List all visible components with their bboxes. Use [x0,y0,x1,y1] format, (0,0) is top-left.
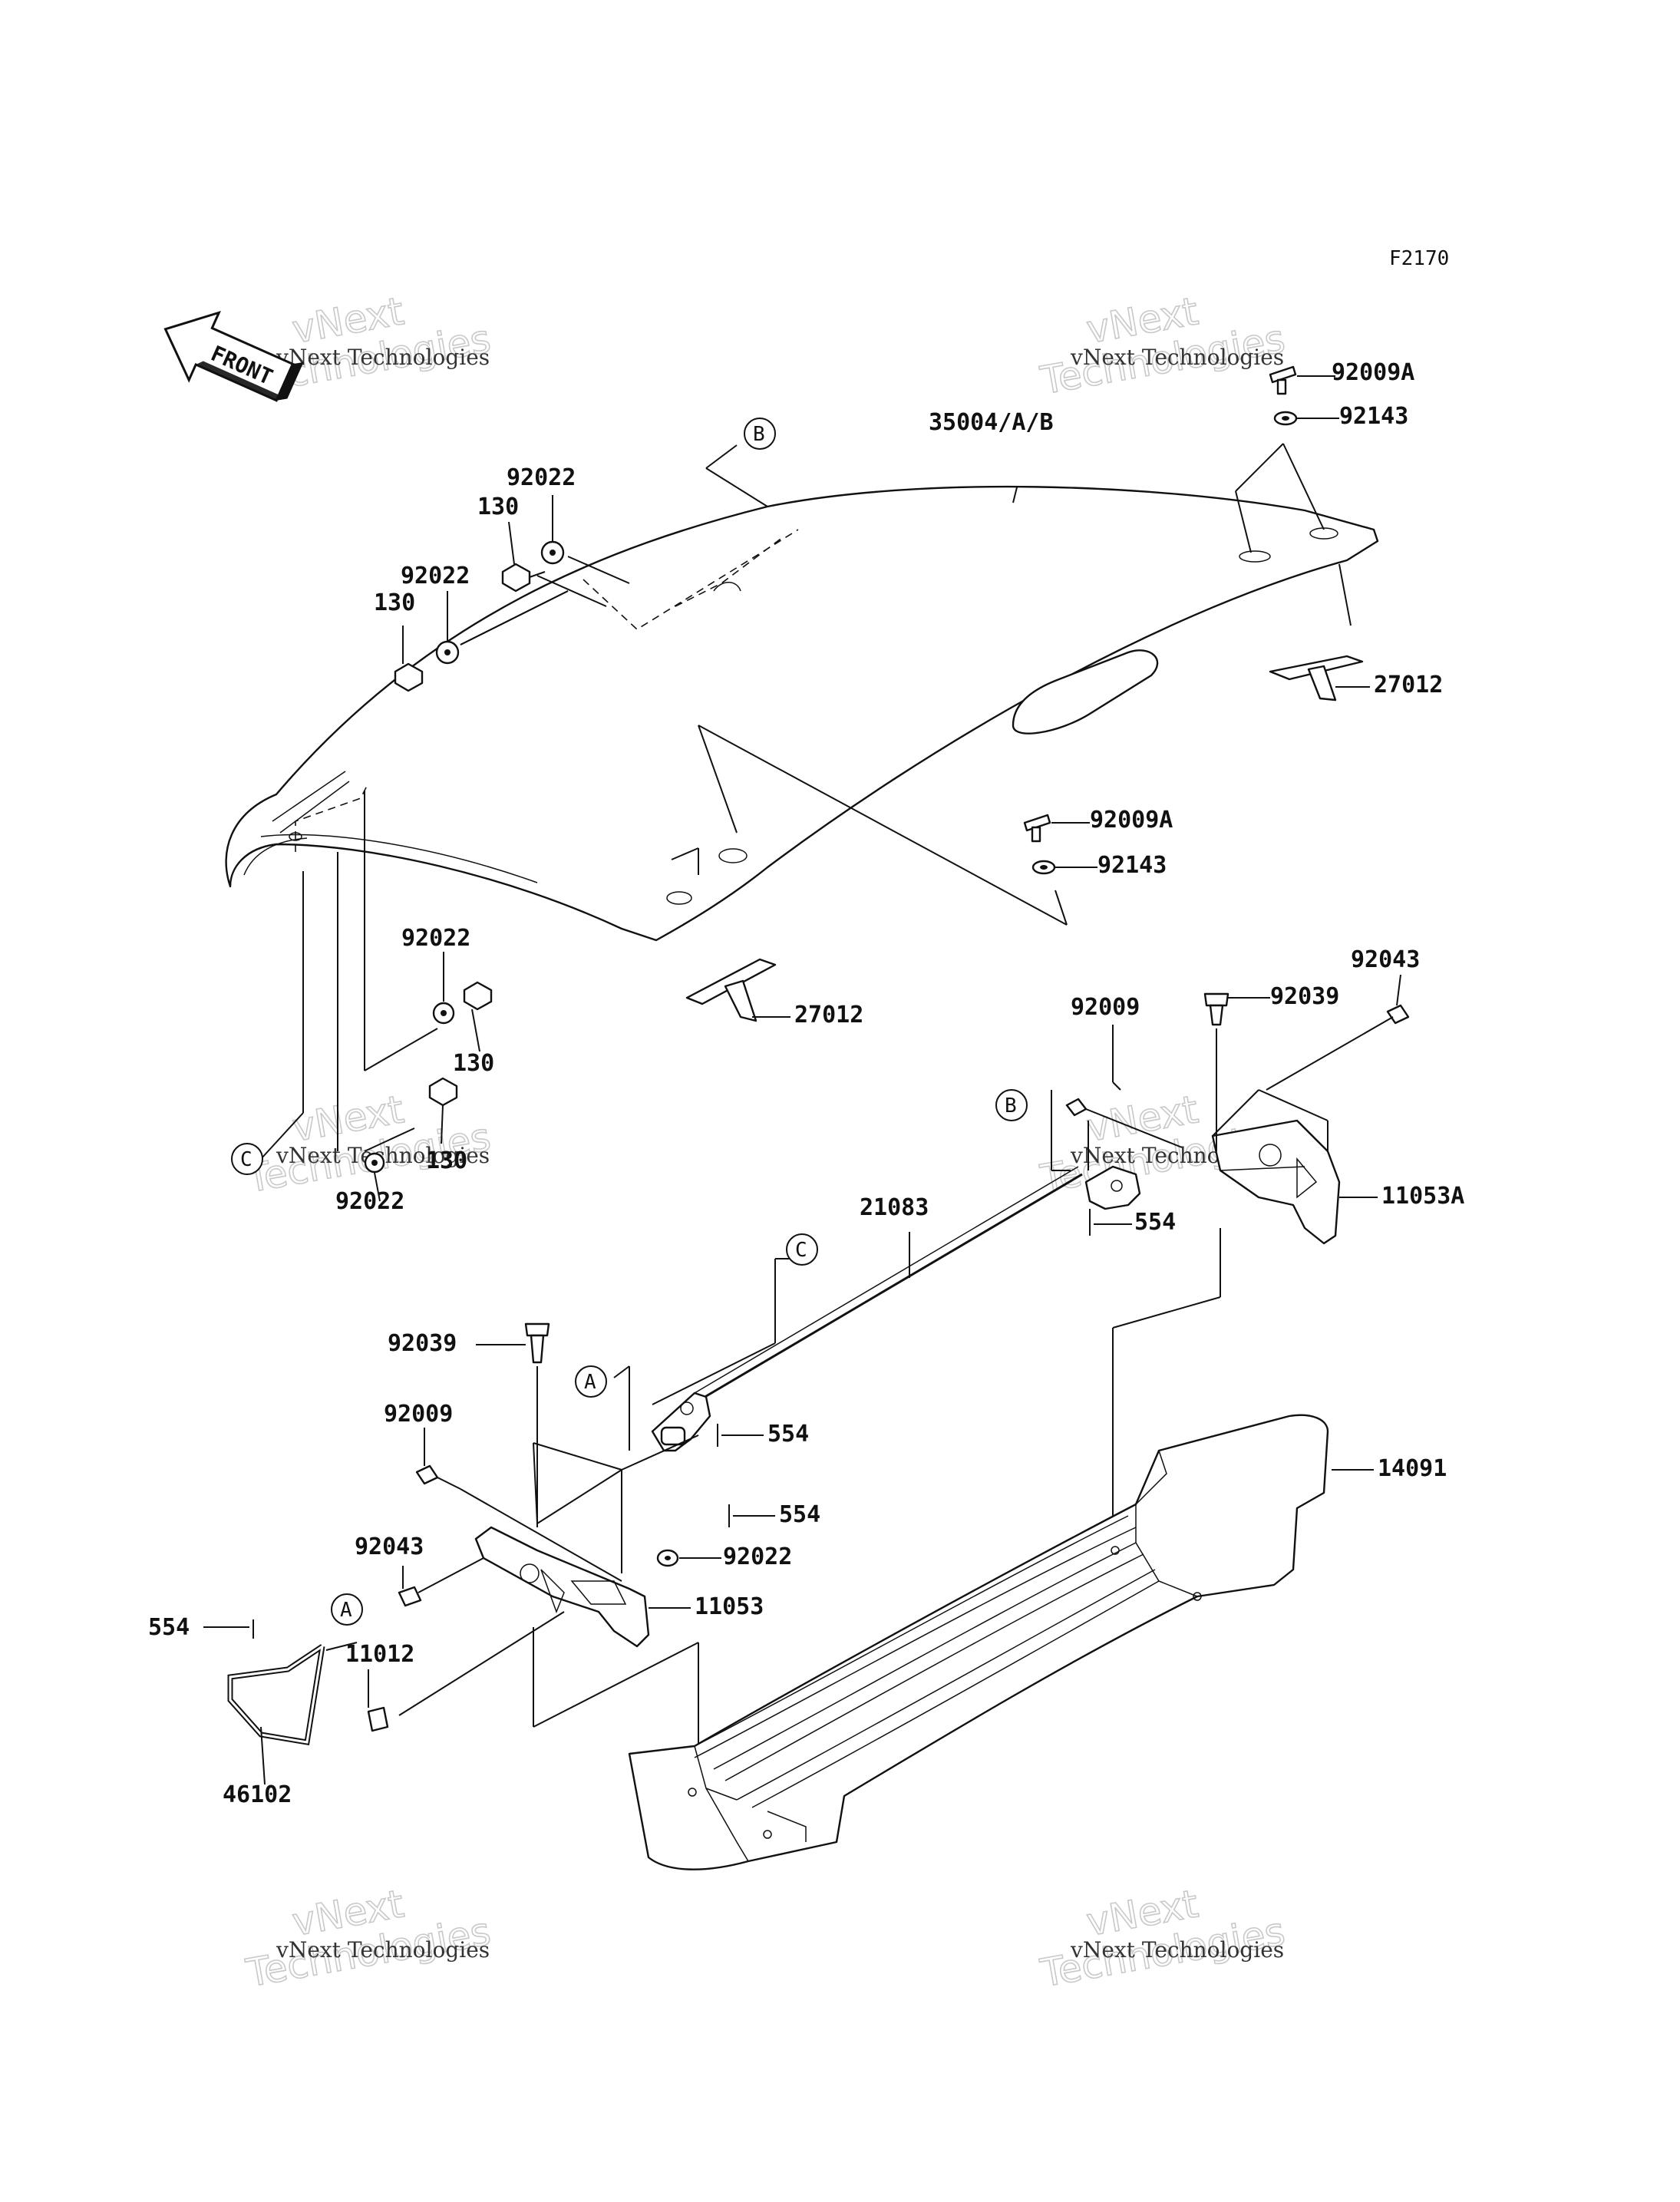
svg-text:C: C [795,1239,807,1262]
washer-92143-mid-icon [1031,860,1097,875]
ref-marker-b-right: B [995,1089,1028,1121]
bracket-11053 [474,1526,691,1648]
part-label: 92143 [1097,852,1167,879]
stand-46102 [227,1642,358,1785]
rivet-92039-right-icon [1203,992,1270,1151]
part-label: 92022 [723,1543,792,1570]
watermark-text: vNext Technologies [276,345,490,370]
bolt-92043-right-icon [1266,974,1410,1091]
bolt-130-icon [463,981,493,1052]
part-label: 554 [148,1614,190,1641]
ref-marker-a-mid: A [575,1365,607,1398]
pin-554-right-icon [1089,1209,1132,1236]
pin-554-left-icon [717,1424,764,1447]
part-label: 92043 [355,1533,424,1560]
part-label: 92009A [1090,807,1173,834]
leader-lines-top [260,443,1352,1160]
svg-text:B: B [1005,1094,1017,1118]
clip-27012-right [1269,655,1370,702]
washer-92022-icon [540,495,565,565]
clip-27012-center [685,958,790,1022]
part-label: 554 [767,1421,809,1448]
watermark: vNext Technologies vNext Technologies [1036,1881,1289,1997]
front-arrow-icon: FRONT [163,310,304,402]
ref-marker-c-mid: C [786,1233,818,1266]
part-label: 554 [1134,1209,1176,1236]
part-label: 11053 [695,1593,764,1620]
watermark: vNext Technologies vNext Technologies [1036,289,1289,404]
bolt-92009-left-icon [415,1428,461,1490]
part-label: 92039 [1270,983,1339,1010]
screw-92009A-top-icon [1269,365,1335,395]
part-label: 130 [477,494,519,520]
part-label: 92043 [1351,946,1420,973]
part-label: 92022 [507,464,576,491]
ref-marker-a-stand: A [331,1593,363,1626]
pin-554-stand-icon [203,1619,254,1639]
washer-92022-icon [364,1152,385,1202]
watermark-text: vNext Technologies [276,1937,490,1963]
hinge-plate-right [1084,1121,1141,1210]
bolt-92043-left-icon [398,1557,484,1607]
part-label: 92039 [388,1330,457,1357]
ref-marker-b-top: B [744,418,776,450]
svg-text:B: B [753,423,765,446]
bolt-130-icon [428,1077,458,1144]
part-label: 92009 [384,1401,453,1428]
figure-code: F2170 [1389,247,1449,270]
svg-text:A: A [340,1599,352,1622]
part-labels: 92009A 92143 35004/A/B 92022 130 92022 1… [148,359,1464,1808]
svg-text:C: C [240,1148,252,1171]
part-label: 11053A [1381,1183,1464,1210]
pin-554-lower-icon [728,1504,775,1527]
part-label: 21083 [860,1194,929,1221]
cap-11012-icon [367,1669,389,1732]
washer-92022-lower-icon [656,1549,721,1567]
screw-92009A-mid-icon [1023,814,1090,843]
hinge-plate-left [651,1392,711,1452]
part-label: 130 [374,589,415,616]
part-label: 92022 [401,925,470,952]
washer-92022-icon [432,952,455,1025]
bolt-130-icon [501,521,546,593]
part-label: 92143 [1339,403,1408,430]
part-label: 11012 [345,1641,414,1668]
tray-14091 [628,1414,1374,1870]
part-label: 92009 [1071,994,1140,1021]
watermark-text: vNext Technologies [1070,345,1284,370]
part-label: 130 [426,1147,467,1174]
bolt-92009-right-icon [1065,1025,1183,1148]
roof-panel-35004 [225,485,1379,942]
part-label: 14091 [1378,1455,1447,1482]
washer-92143-top-icon [1273,411,1339,426]
part-label: 46102 [223,1781,292,1808]
part-label: 27012 [1374,672,1443,698]
watermark-text: vNext Technologies [1070,1937,1284,1963]
watermark: vNext Technologies vNext Technologies [242,1881,494,1997]
part-label: 35004/A/B [929,409,1054,436]
washer-92022-icon [435,591,460,665]
part-label: 130 [453,1050,494,1077]
rod-21083 [694,1166,1083,1402]
ref-marker-c-left: C [231,1143,263,1175]
part-label: 92009A [1332,359,1414,386]
part-label: 92022 [401,563,470,589]
rivet-92039-left-icon [476,1322,550,1527]
bracket-11053A [1211,1089,1378,1245]
leader-lines-bottom [398,1090,1221,1758]
part-label: 27012 [794,1002,863,1028]
part-label: 92022 [335,1188,404,1215]
svg-text:A: A [584,1371,596,1394]
part-label: 554 [779,1501,820,1528]
bolt-130-icon [394,626,424,692]
